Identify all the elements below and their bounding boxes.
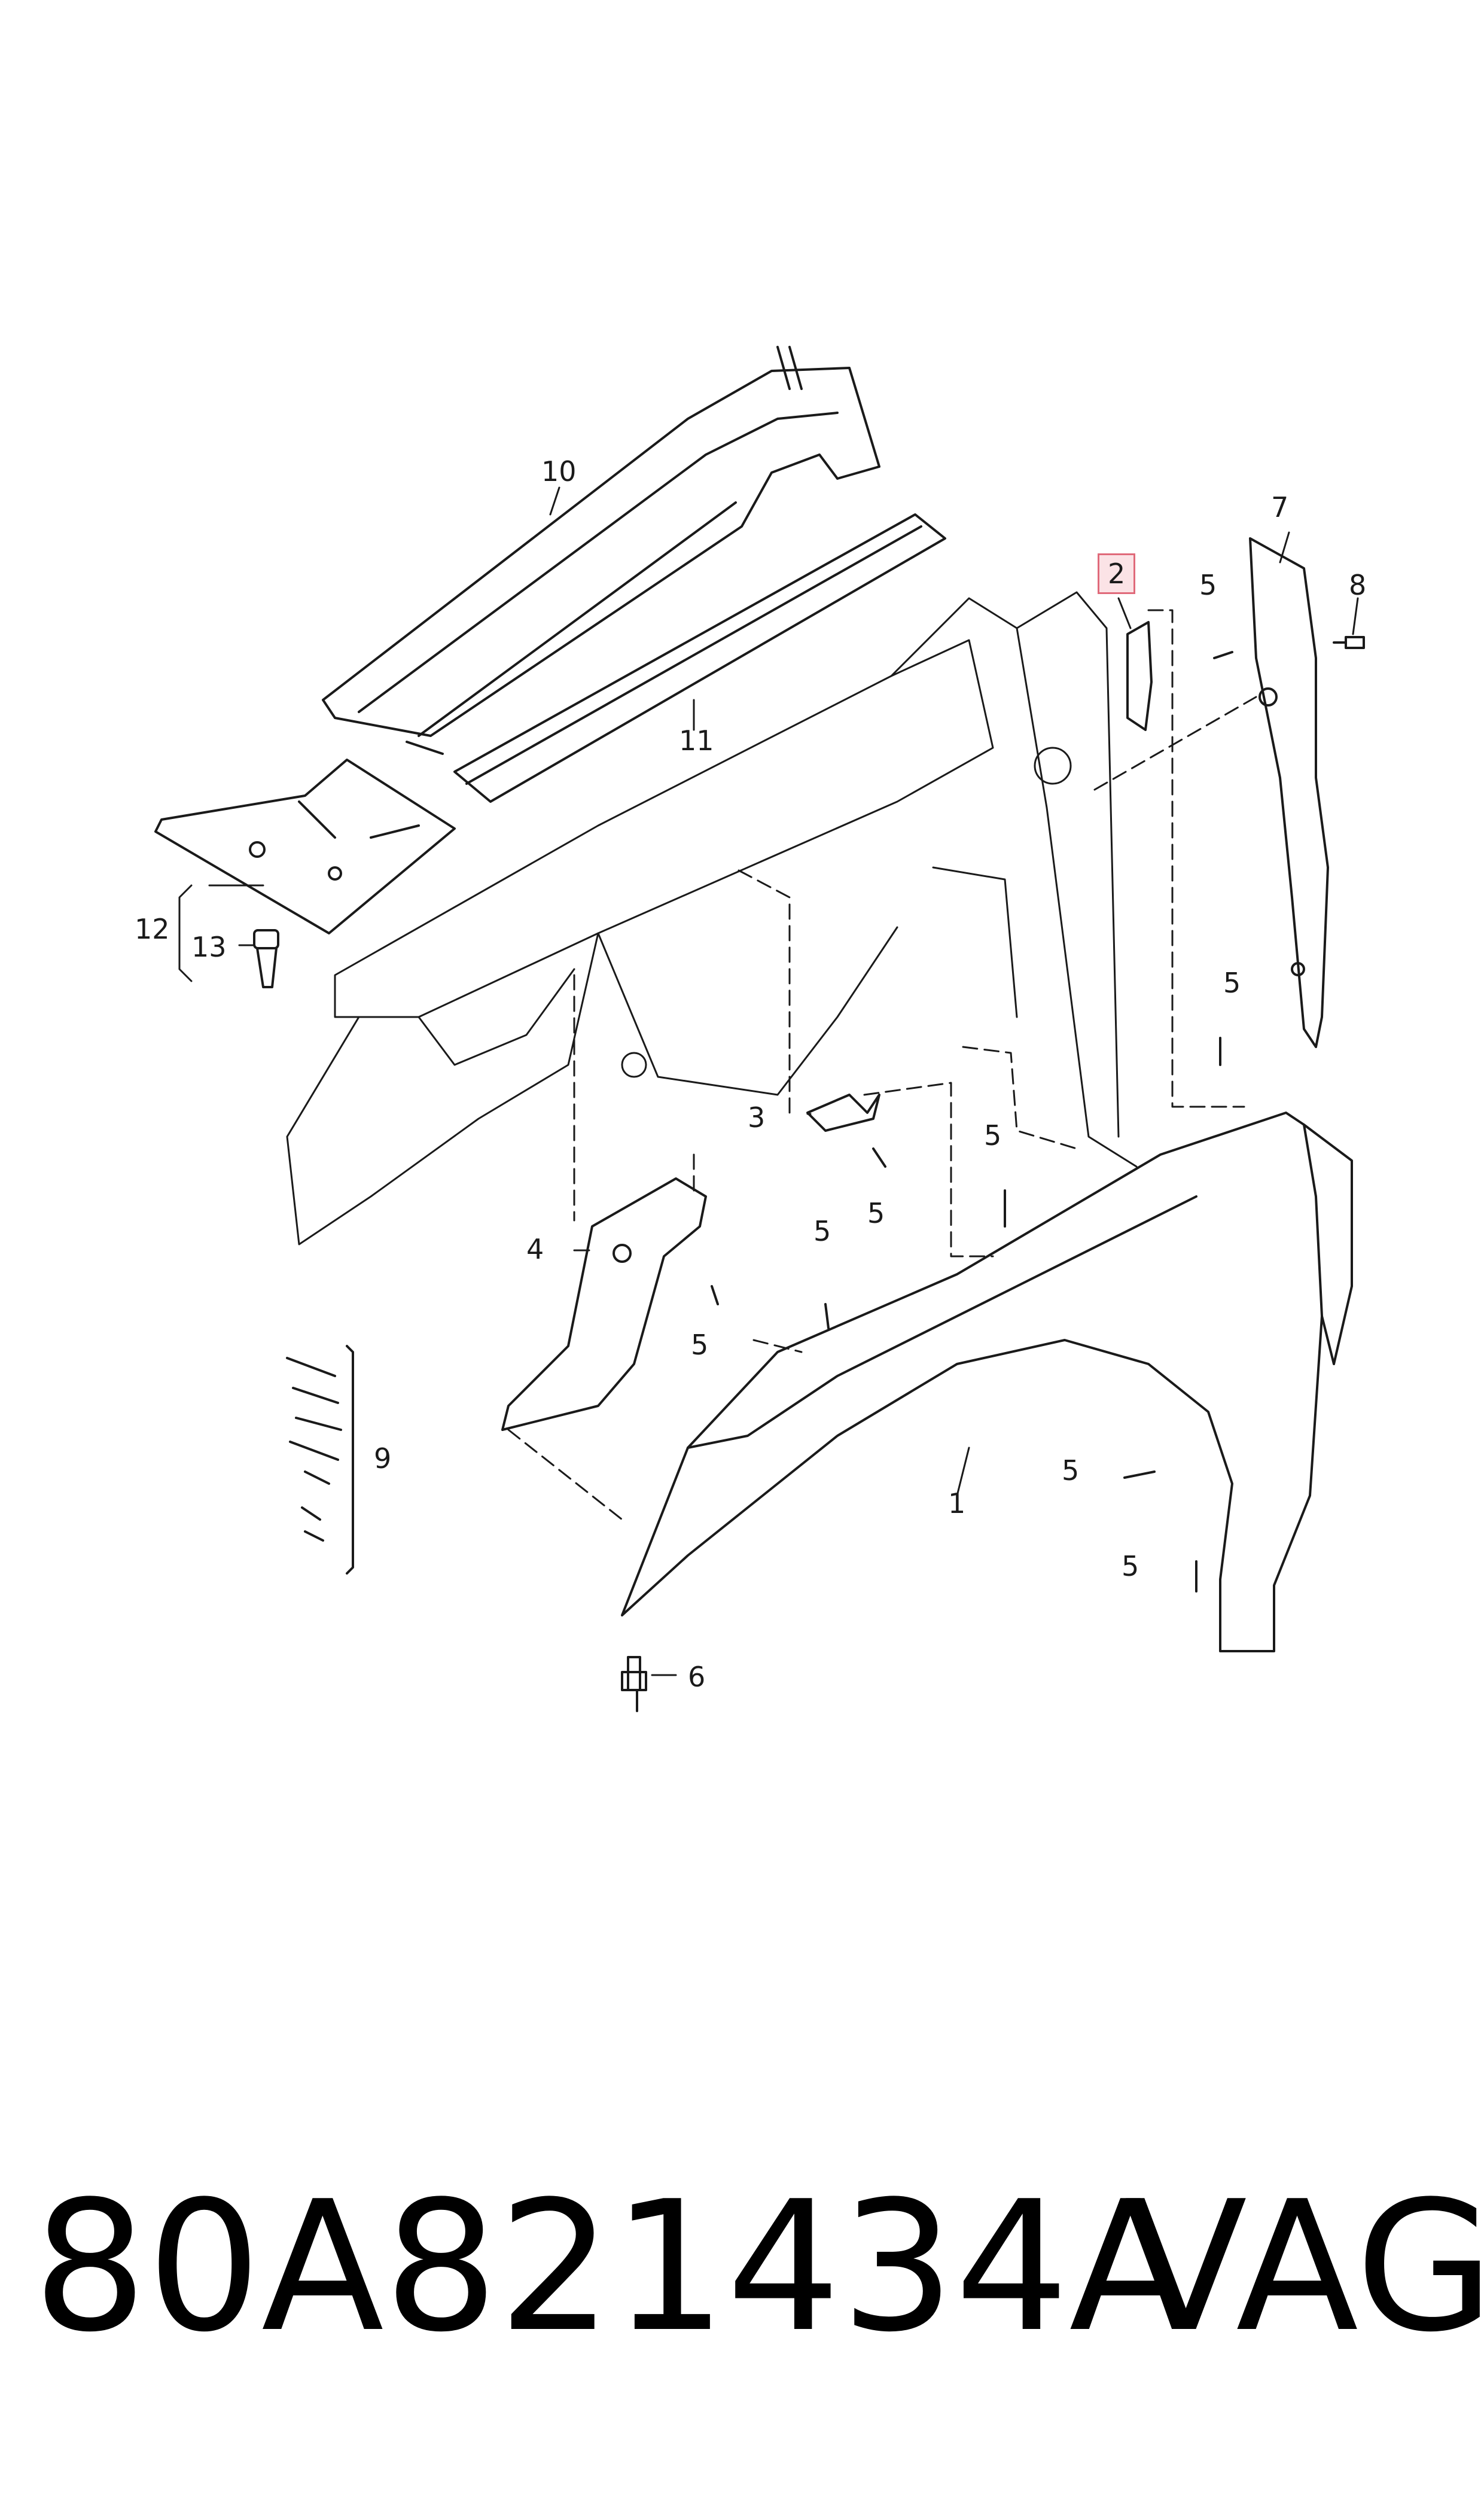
part-number: 80A821434A bbox=[33, 2163, 1192, 2371]
callout-5: 5 bbox=[867, 1197, 885, 1229]
part-11-strip bbox=[453, 513, 946, 803]
callout-5: 5 bbox=[1122, 1550, 1139, 1582]
part-9-hardware-set bbox=[286, 1345, 354, 1575]
exploded-parts-diagram bbox=[154, 346, 1365, 1712]
callout-5: 5 bbox=[691, 1329, 709, 1361]
callout-6: 6 bbox=[688, 1661, 706, 1693]
part-10-upper-cover bbox=[322, 346, 880, 755]
callout-1: 1 bbox=[948, 1487, 966, 1520]
callout-4: 4 bbox=[526, 1233, 544, 1265]
part-8-fastener bbox=[1333, 636, 1365, 649]
callout-10: 10 bbox=[541, 455, 577, 488]
part-5-bolts bbox=[711, 651, 1233, 1593]
callout-8: 8 bbox=[1349, 569, 1367, 601]
part-1-fender bbox=[621, 1112, 1353, 1652]
body-structure bbox=[286, 591, 1138, 1246]
callout-7: 7 bbox=[1271, 491, 1289, 523]
callout-2-highlighted: 2 bbox=[1098, 553, 1136, 594]
part-13-clip bbox=[253, 929, 279, 988]
part-7-pillar-trim bbox=[1249, 537, 1329, 1048]
part-2-bracket bbox=[1126, 621, 1153, 731]
callout-9: 9 bbox=[374, 1442, 392, 1475]
part-4-support bbox=[501, 1177, 707, 1431]
leader-lines bbox=[178, 486, 1359, 1676]
callout-5: 5 bbox=[813, 1215, 831, 1247]
callout-5: 5 bbox=[984, 1119, 1002, 1152]
part-6-stud bbox=[621, 1656, 647, 1712]
reference-lines bbox=[507, 609, 1257, 1521]
part-3-bracket bbox=[806, 1094, 880, 1132]
callout-3: 3 bbox=[748, 1101, 766, 1134]
callout-5: 5 bbox=[1199, 569, 1217, 601]
brand-name: VAG bbox=[1125, 2163, 1484, 2371]
callout-11: 11 bbox=[679, 724, 714, 757]
callout-12: 12 bbox=[135, 913, 170, 945]
callout-5: 5 bbox=[1223, 967, 1241, 999]
part-12-plate bbox=[154, 759, 456, 934]
callout-5: 5 bbox=[1062, 1454, 1080, 1487]
callout-13: 13 bbox=[191, 931, 227, 963]
